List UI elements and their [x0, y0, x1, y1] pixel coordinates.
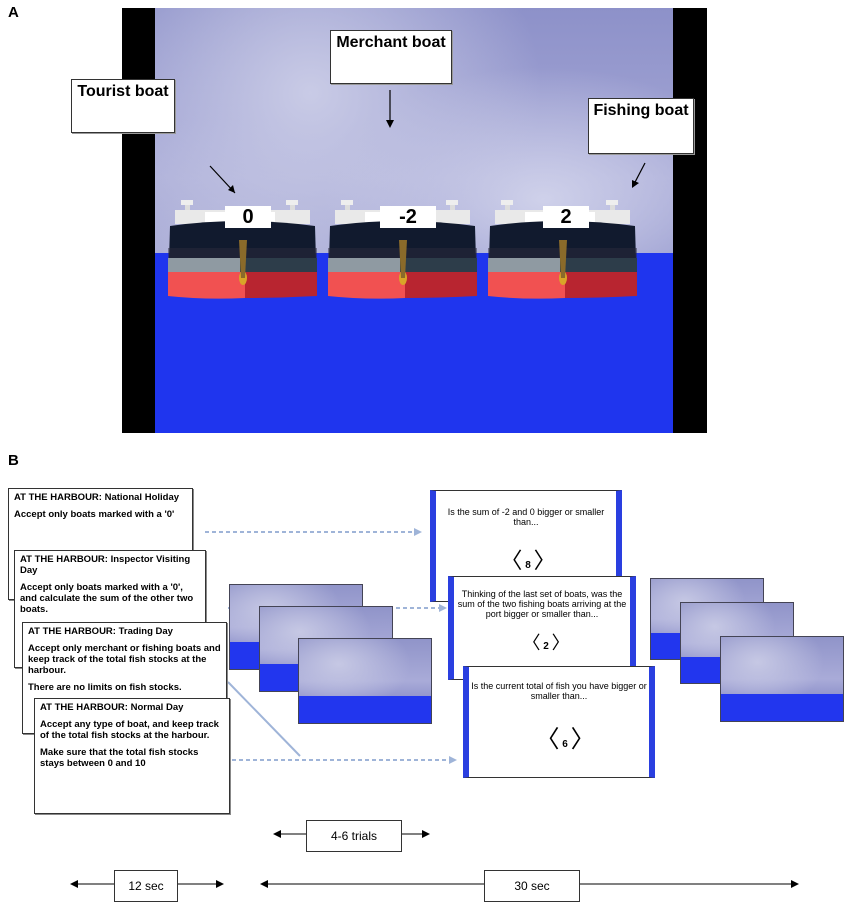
question-text: Is the current total of fish you have bi… — [471, 681, 647, 701]
card-title: AT THE HARBOUR: National Holiday — [14, 492, 180, 503]
merchant-boat-label: Merchant boat — [330, 30, 452, 84]
question-value: 〈 8 〉 — [500, 548, 556, 573]
card-text: There are no limits on fish stocks. — [28, 682, 182, 693]
question-text: Is the sum of -2 and 0 bigger or smaller… — [447, 507, 605, 527]
card-title: AT THE HARBOUR: Trading Day — [28, 626, 173, 637]
boat-number-merchant: -2 — [380, 206, 436, 228]
instruction-duration-label: 12 sec — [114, 870, 178, 902]
question-screen: Thinking of the last set of boats, was t… — [448, 576, 636, 680]
tourist-boat-label: Tourist boat — [71, 79, 175, 133]
question-text: Thinking of the last set of boats, was t… — [457, 589, 627, 619]
panel-label-b: B — [8, 452, 19, 469]
card-text: Accept only boats marked with a '0', and… — [20, 582, 194, 615]
boats-svg — [168, 90, 646, 299]
boat-number-tourist: 0 — [225, 206, 271, 228]
question-value: 〈 2 〉 — [522, 633, 570, 653]
fishing-boat-label: Fishing boat — [588, 98, 694, 154]
trial-thumbnail — [720, 636, 844, 722]
card-title: AT THE HARBOUR: Normal Day — [40, 702, 184, 713]
question-value: 〈 6 〉 — [535, 726, 595, 753]
card-title: AT THE HARBOUR: Inspector Visiting Day — [20, 554, 191, 576]
question-screen: Is the current total of fish you have bi… — [463, 666, 655, 778]
card-text: Accept any type of boat, and keep track … — [40, 719, 219, 741]
instruction-card-normal-day: AT THE HARBOUR: Normal Day Accept any ty… — [34, 698, 230, 814]
panel-label-a: A — [8, 4, 19, 21]
boat-number-fishing: 2 — [543, 206, 589, 228]
card-text: Accept only merchant or fishing boats an… — [28, 643, 221, 676]
trial-thumbnail — [298, 638, 432, 724]
trials-label: 4-6 trials — [306, 820, 402, 852]
block-duration-label: 30 sec — [484, 870, 580, 902]
card-text: Accept only boats marked with a '0' — [14, 509, 175, 520]
card-text: Make sure that the total fish stocks sta… — [40, 747, 199, 769]
